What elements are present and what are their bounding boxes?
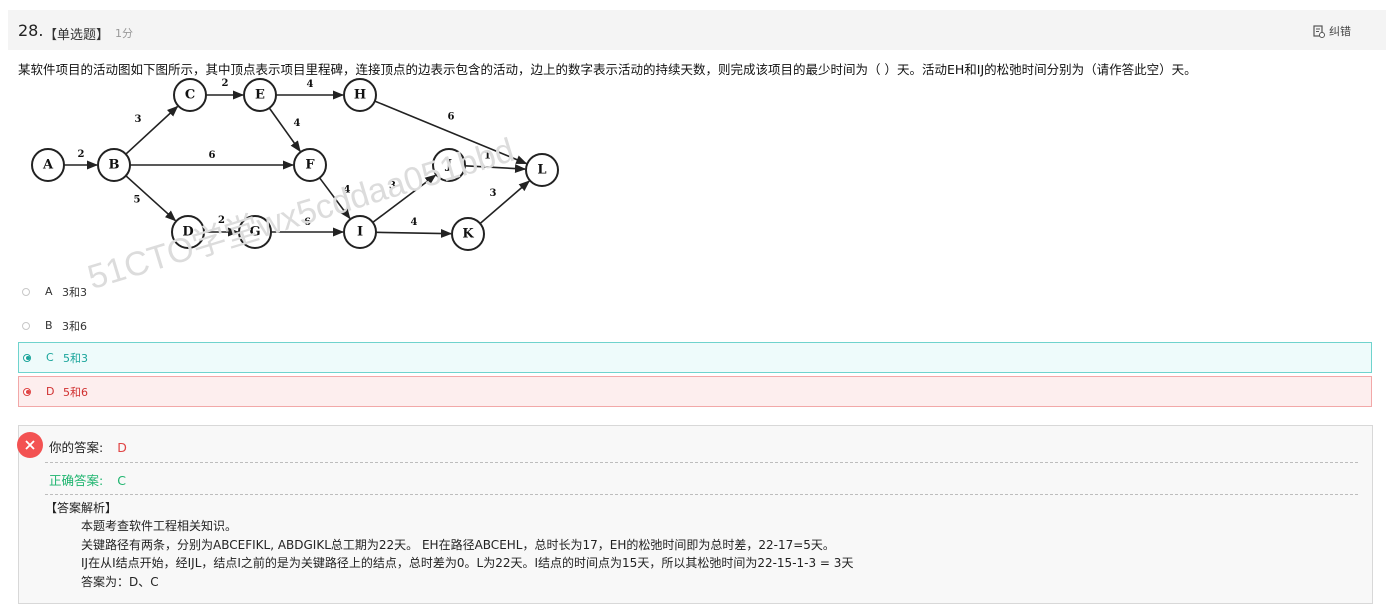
option-c-letter: C <box>46 351 54 364</box>
edge-weight-i-j: 3 <box>389 181 396 192</box>
edge-weight-b-d: 5 <box>134 195 141 206</box>
edge-weight-h-l: 6 <box>448 112 455 123</box>
edge-b-d <box>125 175 177 222</box>
node-d <box>171 215 205 249</box>
node-g <box>238 215 272 249</box>
correct-answer-value: C <box>117 473 126 488</box>
node-f <box>293 148 327 182</box>
edge-f-i <box>318 177 351 220</box>
question-score: 1分 <box>115 27 133 40</box>
node-label-e: E <box>255 88 265 103</box>
edge-b-c <box>125 105 179 155</box>
node-label-d: D <box>182 225 193 240</box>
your-answer-label: 你的答案: <box>49 440 104 455</box>
edge-e-f <box>268 107 301 153</box>
option-b[interactable]: B 3和6 <box>18 310 1372 341</box>
node-l <box>525 153 559 187</box>
edge-h-l <box>374 100 528 165</box>
edge-weight-b-f: 6 <box>209 150 216 161</box>
option-d-radio[interactable] <box>23 387 31 396</box>
question-number: 28. <box>18 21 44 40</box>
node-label-a: A <box>42 158 54 173</box>
node-e <box>243 78 277 112</box>
edge-i-k <box>375 229 453 238</box>
option-b-letter: B <box>45 319 53 332</box>
edge-j-l <box>464 164 527 174</box>
analysis-line: 答案为：D、C <box>81 575 159 589</box>
answer-analysis-panel: 你的答案: D 正确答案: C 【答案解析】 本题考查软件工程相关知识。 关键路径有… <box>17 425 1373 604</box>
edge-weight-e-h: 4 <box>307 79 314 90</box>
option-c-text: 5和3 <box>63 351 88 365</box>
report-error-button[interactable]: 纠错 <box>1313 23 1351 39</box>
question-type: 【单选题】 <box>44 28 110 43</box>
node-label-f: F <box>305 158 315 173</box>
node-a <box>31 148 65 182</box>
edge-weight-c-e: 2 <box>222 78 229 89</box>
node-b <box>97 148 131 182</box>
node-label-i: I <box>357 225 363 240</box>
edge-weight-b-c: 3 <box>135 114 142 125</box>
option-a-text: 3和3 <box>62 285 87 299</box>
node-j <box>432 148 466 182</box>
correct-answer: 正确答案: C <box>49 470 126 489</box>
edge-k-l <box>479 180 530 225</box>
node-label-h: H <box>354 88 366 103</box>
node-label-k: K <box>462 227 474 242</box>
divider <box>45 462 1358 463</box>
node-label-j: J <box>445 158 452 173</box>
edge-weight-k-l: 3 <box>490 188 497 199</box>
correct-answer-label: 正确答案: <box>49 473 104 488</box>
option-b-radio[interactable] <box>22 321 30 330</box>
edge-i-j <box>372 174 437 224</box>
option-a-radio[interactable] <box>22 287 30 296</box>
edge-weight-j-l: 1 <box>484 151 491 162</box>
report-label: 纠错 <box>1329 25 1351 38</box>
node-label-c: C <box>185 88 195 103</box>
your-answer-value: D <box>117 440 127 455</box>
your-answer: 你的答案: D <box>49 437 127 456</box>
analysis-line: 关键路径有两条，分别为ABCEFIKL, ABDGIKL总工期为22天。 EH在… <box>81 538 835 552</box>
node-i <box>343 215 377 249</box>
analysis-title: 【答案解析】 <box>45 501 118 515</box>
edge-weight-e-f: 4 <box>294 118 301 129</box>
node-h <box>343 78 377 112</box>
option-a-letter: A <box>45 285 53 298</box>
node-k <box>451 217 485 251</box>
edge-weight-a-b: 2 <box>78 149 85 160</box>
option-a[interactable]: A 3和3 <box>18 276 1372 307</box>
node-label-b: B <box>109 158 120 173</box>
node-c <box>173 78 207 112</box>
option-d-text: 5和6 <box>63 385 88 399</box>
option-d-letter: D <box>46 385 55 398</box>
option-b-text: 3和6 <box>62 319 87 333</box>
report-icon <box>1313 24 1325 38</box>
analysis-line: 本题考查软件工程相关知识。 <box>81 519 238 533</box>
question-header: 28. 【单选题】 1分 纠错 <box>8 10 1386 50</box>
wrong-answer-icon <box>17 432 43 458</box>
analysis-line: IJ在从I结点开始，经IJL，结点I之前的是为关键路径上的结点，总时差为0。L为… <box>81 556 854 570</box>
edge-weight-f-i: 4 <box>344 185 351 196</box>
edge-weight-i-k: 4 <box>411 217 418 228</box>
option-c[interactable]: C 5和3 <box>18 342 1372 373</box>
activity-diagram: 2 3 6 5 2 4 4 6 4 2 6 3 4 1 3 A B C D E F G H I J K L <box>31 78 559 251</box>
edge-weight-d-g: 2 <box>218 215 225 226</box>
node-label-g: G <box>249 225 260 240</box>
edge-weight-g-i: 6 <box>304 217 311 228</box>
question-text: 某软件项目的活动图如下图所示，其中顶点表示项目里程碑，连接顶点的边表示包含的活动… <box>18 62 1197 77</box>
node-label-l: L <box>537 163 546 178</box>
option-c-radio[interactable] <box>23 353 31 362</box>
option-d[interactable]: D 5和6 <box>18 376 1372 407</box>
divider <box>45 494 1358 495</box>
